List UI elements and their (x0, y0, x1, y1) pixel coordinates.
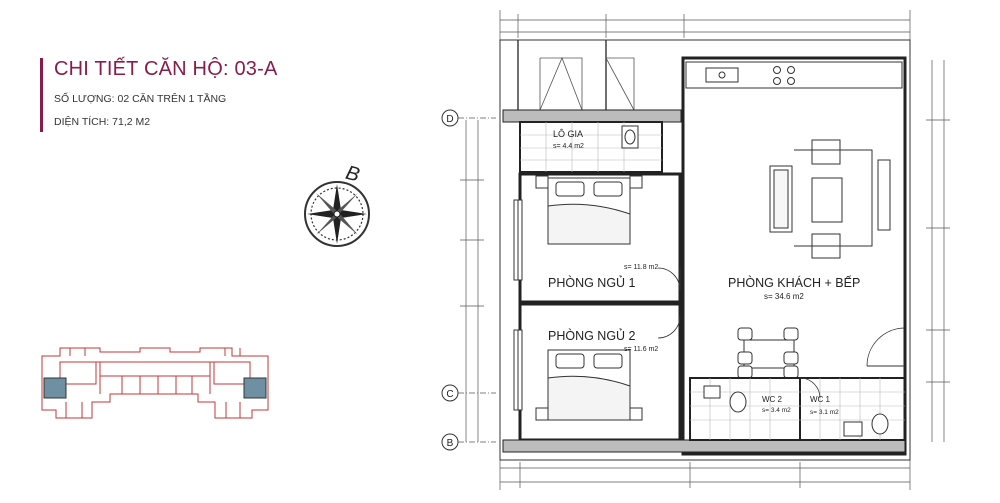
room-bedroom2-area: s= 11.6 m2 (624, 346, 658, 353)
room-bedroom2-name: PHÒNG NGỦ 2 (548, 328, 636, 343)
room-wc2-area: s= 3.4 m2 (762, 407, 791, 414)
highlight-unit-left (43, 377, 67, 399)
dimension-lines (460, 10, 950, 490)
axis-label-b: B (447, 438, 454, 449)
room-wc2-name: WC 2 (762, 395, 783, 404)
room-loggia-area: s= 4.4 m2 (553, 143, 584, 150)
compass-icon (304, 181, 370, 247)
apartment-title: CHI TIẾT CĂN HỘ: 03-A (54, 58, 278, 80)
key-plan (41, 347, 269, 419)
apartment-area: DIỆN TÍCH: 71,2 M2 (54, 116, 151, 128)
axis-marker-b (441, 433, 496, 451)
room-living-name: PHÒNG KHÁCH + BẾP (728, 275, 860, 290)
compass-north-label: B (343, 162, 362, 187)
room-loggia-name: LÔ GIA (553, 129, 583, 139)
axis-label-d: D (446, 114, 453, 125)
room-wc1-name: WC 1 (810, 395, 831, 404)
floor-plan (499, 39, 911, 461)
highlight-unit-right (243, 377, 267, 399)
apartment-quantity: SỐ LƯỢNG: 02 CĂN TRÊN 1 TẦNG (54, 93, 227, 105)
room-bedroom1-area: s= 11.8 m2 (624, 264, 658, 271)
axis-label-c: C (446, 389, 453, 400)
room-living-area: s= 34.6 m2 (764, 292, 804, 301)
accent-bar (40, 58, 43, 132)
axis-marker-c (441, 384, 496, 402)
room-bedroom1-name: PHÒNG NGỦ 1 (548, 275, 636, 290)
room-wc1-area: s= 3.1 m2 (810, 409, 839, 416)
axis-marker-d (441, 109, 496, 127)
